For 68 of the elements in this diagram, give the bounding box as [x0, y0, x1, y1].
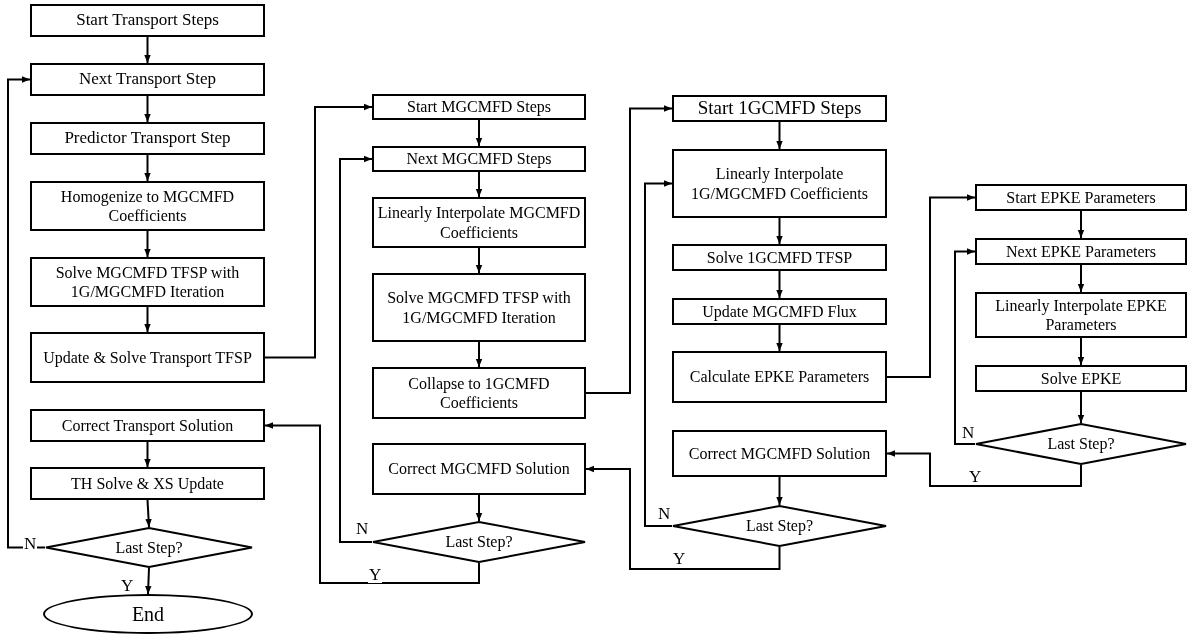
edge-label: N — [657, 505, 672, 522]
terminal-oval: End — [43, 594, 253, 634]
process-box: Linearly Interpolate EPKE Parameters — [975, 292, 1187, 338]
decision-diamond: Last Step? — [45, 527, 253, 568]
arrow — [776, 324, 783, 352]
arrow — [144, 441, 151, 468]
process-box: Solve 1GCMFD TFSP — [672, 244, 887, 271]
arrow — [886, 194, 976, 378]
process-box: Solve EPKE — [975, 365, 1187, 392]
arrow — [339, 155, 373, 543]
arrow — [644, 180, 673, 527]
arrow — [475, 494, 483, 522]
process-box: Correct Transport Solution — [30, 409, 265, 442]
arrow — [475, 341, 483, 368]
decision-diamond: Last Step? — [672, 505, 887, 547]
edge-label: Y — [120, 577, 135, 594]
process-box: Start EPKE Parameters — [975, 184, 1187, 211]
process-box: Solve MGCMFD TFSP with 1G/MGCMFD Iteration — [372, 273, 586, 342]
process-box: Collapse to 1GCMFD Coefficients — [372, 367, 586, 419]
arrow — [776, 270, 783, 299]
arrow — [144, 95, 151, 123]
process-box: Update & Solve Transport TFSP — [30, 332, 265, 383]
process-box: TH Solve & XS Update — [30, 467, 265, 500]
arrow — [776, 476, 783, 506]
process-box: Next MGCMFD Steps — [372, 146, 586, 172]
edge-label: N — [355, 520, 370, 537]
edge-label: N — [23, 535, 38, 552]
process-box: Correct MGCMFD Solution — [672, 430, 887, 477]
process-box: Predictor Transport Step — [30, 122, 265, 155]
arrow — [954, 248, 976, 445]
arrow — [144, 230, 151, 258]
process-box: Solve MGCMFD TFSP with 1G/MGCMFD Iteration — [30, 257, 265, 307]
arrow — [1077, 264, 1085, 293]
arrow — [776, 121, 783, 150]
edge-label: Y — [368, 566, 383, 583]
edge-label: Y — [672, 550, 687, 567]
process-box: Linearly Interpolate MGCMFD Coefficients — [372, 197, 586, 248]
arrow — [475, 119, 483, 147]
arrow — [144, 154, 151, 182]
arrow — [145, 499, 152, 528]
process-box: Update MGCMFD Flux — [672, 298, 887, 325]
arrow — [145, 567, 152, 595]
decision-diamond: Last Step? — [975, 423, 1187, 465]
arrow — [144, 306, 151, 333]
arrow — [1077, 337, 1085, 366]
arrow — [776, 217, 783, 245]
arrow — [585, 465, 781, 570]
edge-label: N — [961, 424, 976, 441]
process-box: Next Transport Step — [30, 63, 265, 96]
process-box: Homogenize to MGCMFD Coefficients — [30, 181, 265, 231]
arrow — [264, 103, 373, 359]
process-box: Start Transport Steps — [30, 4, 265, 37]
process-box: Linearly Interpolate 1G/MGCMFD Coefficients — [672, 149, 887, 218]
process-box: Correct MGCMFD Solution — [372, 443, 586, 495]
arrow — [1077, 210, 1085, 239]
process-box: Calculate EPKE Parameters — [672, 351, 887, 403]
arrow — [475, 171, 483, 198]
arrow — [886, 450, 1082, 487]
process-box: Next EPKE Parameters — [975, 238, 1187, 265]
arrow — [7, 76, 46, 549]
arrow — [264, 422, 480, 584]
edge-label: Y — [968, 468, 983, 485]
arrow — [1077, 391, 1085, 424]
decision-diamond: Last Step? — [372, 521, 586, 563]
arrow — [144, 36, 151, 64]
process-box: Start MGCMFD Steps — [372, 94, 586, 120]
process-box: Start 1GCMFD Steps — [672, 95, 887, 122]
arrow — [475, 247, 483, 274]
